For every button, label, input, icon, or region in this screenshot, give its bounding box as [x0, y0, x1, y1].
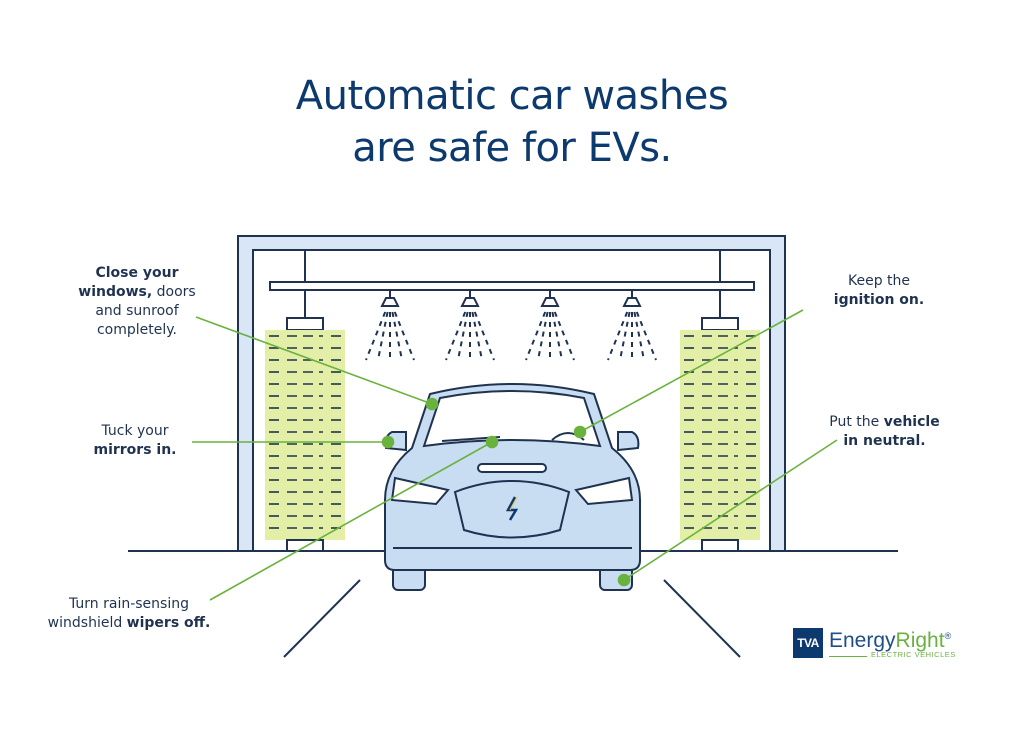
ground-lines	[128, 550, 898, 658]
leader-lines	[192, 309, 838, 601]
callout-ignition-bold: ignition on.	[833, 292, 925, 308]
headlight-left	[390, 476, 450, 506]
callout-wipers-text-2: windshield	[47, 615, 127, 631]
energyright-logo: TVA EnergyRight® ELECTRIC VEHICLES	[793, 624, 963, 664]
callout-windows-bold: Close your windows,	[78, 265, 179, 300]
spray-nozzle	[525, 290, 575, 361]
leader-dot-windows	[425, 397, 439, 411]
spray-nozzle	[607, 290, 657, 361]
side-brushes	[265, 290, 760, 552]
spray-nozzle	[365, 290, 415, 361]
brush-left	[265, 290, 345, 552]
callout-neutral-bold-1: vehicle	[883, 414, 940, 430]
callout-mirrors-text: Tuck your	[101, 423, 169, 439]
callout-windows: Close your windows, doors and sunroof co…	[70, 264, 204, 340]
callout-ignition-text: Keep the	[847, 273, 911, 289]
callout-windows-text: doors and sunroof completely.	[95, 284, 196, 338]
logo-reg: ®	[944, 631, 952, 641]
tva-mark: TVA	[793, 628, 823, 658]
callout-neutral-bold-2: in neutral.	[843, 433, 926, 449]
logo-name-part-1: Energy	[829, 629, 896, 652]
logo-wordmark: EnergyRight®	[829, 624, 951, 653]
brush-right	[680, 290, 760, 552]
leader-dot-mirrors	[381, 435, 395, 449]
leader-dot-ignition	[573, 425, 587, 439]
leader-dot-wipers	[485, 435, 499, 449]
spray-bar	[269, 250, 755, 291]
ev-lightning-icon	[505, 496, 519, 521]
spray-nozzles	[365, 290, 657, 361]
logo-name-part-2: Right	[895, 629, 945, 652]
logo-subtitle: ELECTRIC VEHICLES	[871, 650, 956, 659]
callout-ignition: Keep the ignition on.	[820, 272, 938, 310]
title-line-1: Automatic car washes	[295, 73, 729, 119]
callout-mirrors-bold: mirrors in.	[93, 442, 177, 458]
electric-car	[384, 383, 641, 591]
callout-wipers-bold: wipers off.	[126, 615, 211, 631]
logo-rule	[829, 656, 867, 657]
spray-nozzle	[445, 290, 495, 361]
callout-wipers-text-1: Turn rain-sensing	[68, 596, 189, 612]
callout-mirrors: Tuck your mirrors in.	[80, 422, 190, 460]
callout-wipers: Turn rain-sensing windshield wipers off.	[40, 595, 218, 633]
title-line-2: are safe for EVs.	[352, 125, 672, 171]
mirror-right	[617, 431, 640, 452]
headlight-right	[574, 476, 634, 506]
callout-neutral: Put the vehicle in neutral.	[812, 413, 957, 451]
page-title: Automatic car washes are safe for EVs.	[0, 70, 1024, 174]
callout-neutral-text: Put the	[829, 414, 884, 430]
leader-dot-neutral	[617, 573, 631, 587]
windshield	[422, 390, 602, 448]
